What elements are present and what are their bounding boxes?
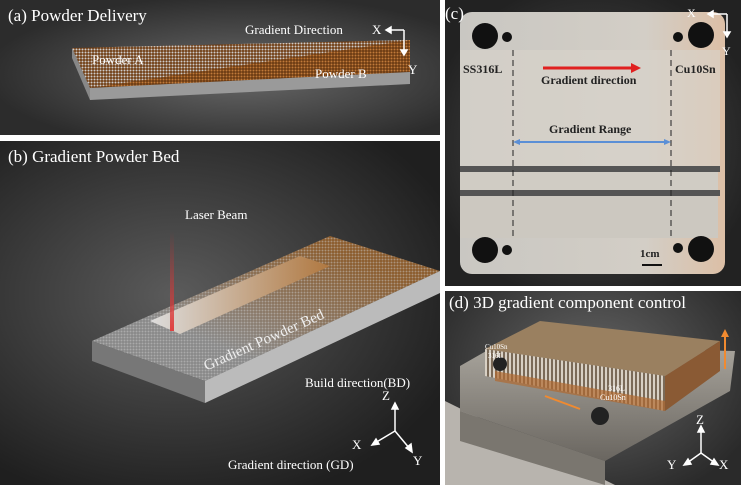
powder-a-label: Powder A [92,52,144,67]
panel-b-gradient-powder-bed: (b) Gradient Powder Bed Laser Beam Gradi… [0,141,440,485]
right-bottom-material-label: Cu10Sn [600,393,626,402]
panel-d-title: (d) 3D gradient component control [449,293,686,312]
axis-x-label: X [719,457,729,472]
xyz-axis-icon [370,401,413,454]
powder-bed-illustration [92,231,440,454]
component-photo [445,321,735,485]
left-bottom-material-label: 316L [488,352,503,360]
panel-b-title: (b) Gradient Powder Bed [8,147,180,166]
gradient-range-label: Gradient Range [549,122,632,136]
panel-d-3d-component: (d) 3D gradient component control Cu10Sn… [445,291,741,485]
xyz-axis-icon [682,424,720,466]
xy-axis-icon [706,9,732,39]
cu10sn-label: Cu10Sn [675,62,716,76]
gradient-direction-label: Gradient direction [541,73,637,87]
axis-y-label: Y [722,44,731,58]
scale-bar-label: 1cm [640,248,660,260]
powder-b-label: Powder B [315,66,367,81]
powder-delivery-illustration [72,25,410,100]
panel-a-powder-delivery: (a) Powder Delivery Gradient Direction P… [0,0,440,135]
gradient-direction-label: Gradient Direction [245,22,343,37]
panel-a-title: (a) Powder Delivery [8,6,147,25]
panel-c-title: (c) [445,4,464,23]
axis-x-label: X [687,6,696,20]
laser-beam-label: Laser Beam [185,207,248,222]
right-top-material-label: 316L [608,384,625,393]
axis-x-label: X [372,22,382,37]
laser-beam [170,231,174,331]
axis-z-label: Z [382,388,390,403]
left-top-material-label: Cu10Sn [485,343,508,351]
axis-x-label: X [352,437,362,452]
panel-c-sample-photo: (c) SS316L Cu10Sn Gradient direction Gra… [445,0,741,286]
axis-y-label: Y [408,62,418,77]
build-direction-label: Build direction(BD) [305,375,411,390]
scale-bar [642,264,662,266]
xy-axis-icon [384,25,409,57]
ss316l-label: SS316L [463,62,503,76]
axis-z-label: Z [696,412,704,427]
axis-y-label: Y [413,453,423,468]
sample-plate-photo [460,9,732,274]
axis-y-label: Y [667,457,677,472]
gradient-direction-label: Gradient direction (GD) [228,457,354,472]
orange-direction-arrow [544,395,581,410]
